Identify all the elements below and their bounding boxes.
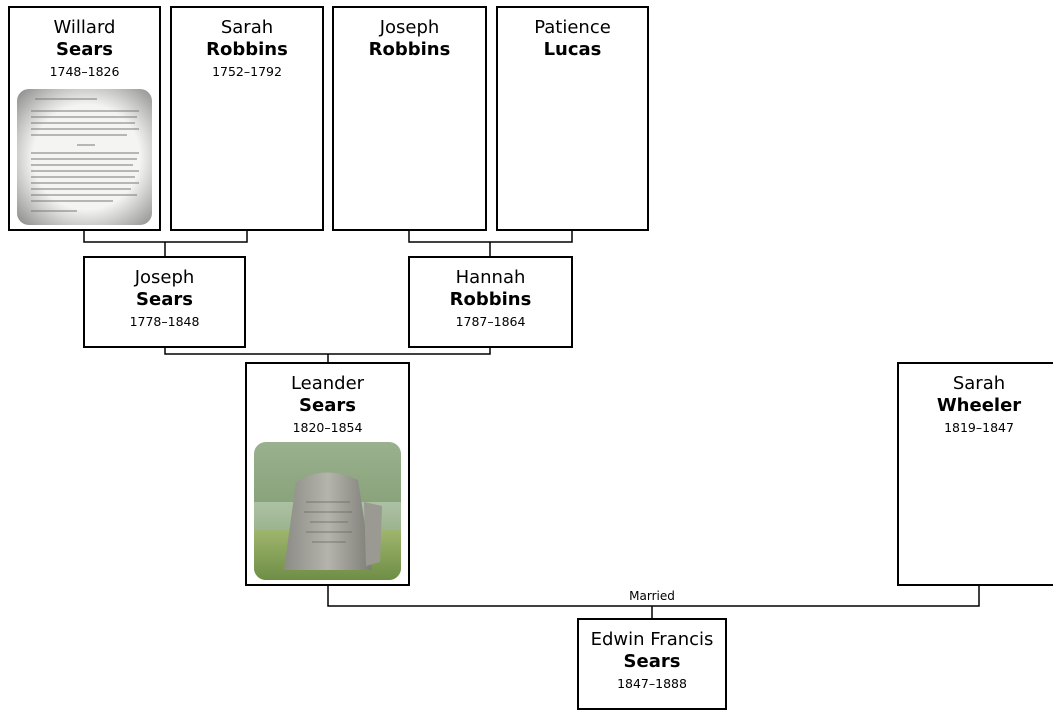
surname: Sears xyxy=(136,289,193,310)
married-label: Married xyxy=(629,589,675,603)
gravestone-photo[interactable] xyxy=(254,442,401,580)
person-card-sarah-wheeler[interactable]: Sarah Wheeler 1819–1847 xyxy=(897,362,1053,586)
gravestone-image xyxy=(254,442,401,580)
given-name: Hannah xyxy=(455,267,526,288)
given-name: Joseph xyxy=(379,17,440,38)
person-card-willard-sears[interactable]: Willard Sears 1748–1826 xyxy=(8,6,161,231)
surname: Robbins xyxy=(206,39,288,60)
person-card-sarah-robbins[interactable]: Sarah Robbins 1752–1792 xyxy=(170,6,324,231)
connector-joseph-hannah xyxy=(164,347,491,355)
surname: Wheeler xyxy=(936,395,1022,416)
surname: Robbins xyxy=(368,39,451,60)
life-dates: 1820–1854 xyxy=(292,420,363,435)
surname: Lucas xyxy=(543,39,602,60)
surname: Robbins xyxy=(449,289,532,310)
given-name: Leander xyxy=(290,373,365,394)
person-card-leander-sears[interactable]: Leander Sears 1820–1854 xyxy=(245,362,410,586)
surname: Sears xyxy=(623,651,681,672)
life-dates: 1819–1847 xyxy=(944,420,1014,435)
life-dates: 1752–1792 xyxy=(212,64,282,79)
given-name: Willard xyxy=(53,17,116,38)
document-photo[interactable] xyxy=(17,89,152,225)
connector-married xyxy=(327,585,980,607)
life-dates: 1787–1864 xyxy=(455,314,526,329)
given-name: Patience xyxy=(534,17,611,38)
person-card-hannah-robbins[interactable]: Hannah Robbins 1787–1864 xyxy=(408,256,573,348)
surname: Sears xyxy=(56,39,113,60)
given-name: Sarah xyxy=(952,373,1006,394)
life-dates: 1847–1888 xyxy=(617,676,687,691)
life-dates: 1748–1826 xyxy=(49,64,120,79)
person-card-edwin-francis-sears[interactable]: Edwin Francis Sears 1847–1888 xyxy=(577,618,727,710)
surname: Sears xyxy=(299,395,356,416)
given-name: Edwin Francis xyxy=(590,629,714,650)
person-card-joseph-robbins[interactable]: Joseph Robbins xyxy=(332,6,487,231)
person-card-patience-lucas[interactable]: Patience Lucas xyxy=(496,6,649,231)
connector-willard-sarah xyxy=(83,230,248,243)
given-name: Joseph xyxy=(134,267,195,288)
person-card-joseph-sears[interactable]: Joseph Sears 1778–1848 xyxy=(83,256,246,348)
connector-joseph-patience xyxy=(408,230,573,243)
document-scan-image xyxy=(17,89,152,225)
given-name: Sarah xyxy=(220,17,274,38)
life-dates: 1778–1848 xyxy=(129,314,200,329)
